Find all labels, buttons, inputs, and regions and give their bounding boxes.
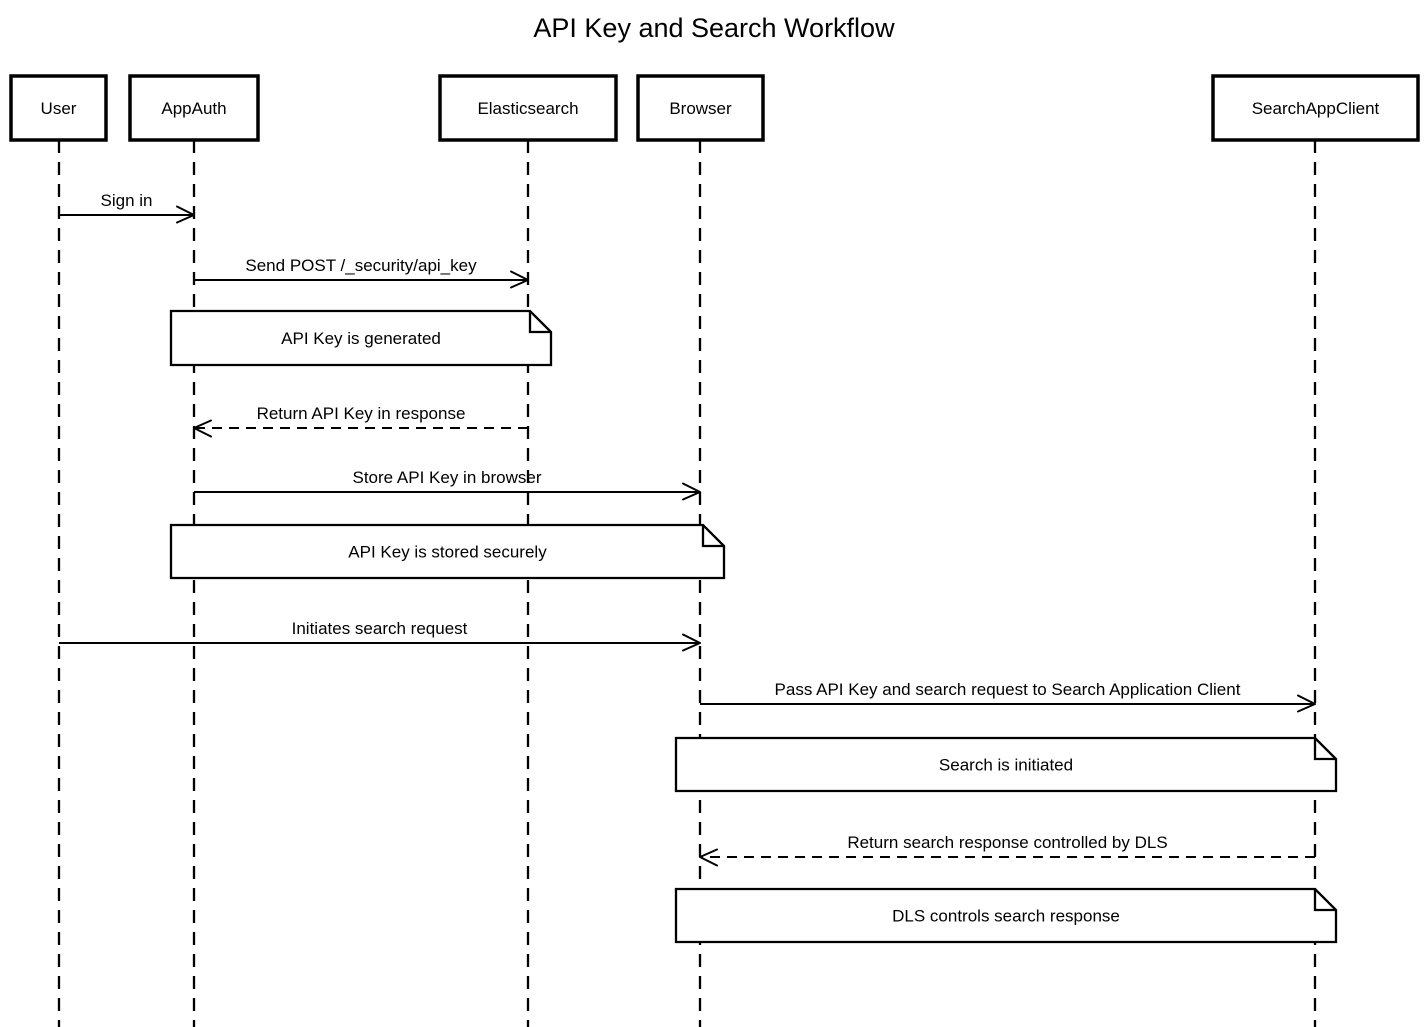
note-fold-corner-icon xyxy=(701,525,724,548)
note-api-key-is-stored-securely xyxy=(169,523,726,580)
note-text-api-key-is-stored-securely: API Key is stored securely xyxy=(348,543,547,562)
participant-box-browser xyxy=(636,74,765,142)
participant-label-elasticsearch: Elasticsearch xyxy=(477,99,578,118)
note-dls-controls-search-response xyxy=(674,887,1338,944)
participant-label-user: User xyxy=(41,99,77,118)
note-fold-corner-icon xyxy=(1313,738,1336,761)
diagram-title: API Key and Search Workflow xyxy=(533,13,895,43)
message-label-send-post-security-api-key: Send POST /_security/api_key xyxy=(245,256,477,275)
message-label-return-search-response-controlled-by-dls: Return search response controlled by DLS xyxy=(847,833,1167,852)
message-label-store-api-key-in-browser: Store API Key in browser xyxy=(353,468,542,487)
note-search-is-initiated xyxy=(674,736,1338,793)
note-fold-corner-icon xyxy=(1313,889,1336,912)
note-text-dls-controls-search-response: DLS controls search response xyxy=(892,907,1120,926)
note-text-search-is-initiated: Search is initiated xyxy=(939,756,1073,775)
participant-box-elasticsearch xyxy=(438,74,618,142)
participant-box-user xyxy=(9,74,108,142)
participant-label-browser: Browser xyxy=(669,99,732,118)
participant-label-appauth: AppAuth xyxy=(161,99,226,118)
message-label-initiates-search-request: Initiates search request xyxy=(292,619,468,638)
message-label-sign-in: Sign in xyxy=(101,191,153,210)
participant-label-searchappclient: SearchAppClient xyxy=(1252,99,1380,118)
participant-box-searchappclient xyxy=(1211,74,1420,142)
note-text-api-key-is-generated: API Key is generated xyxy=(281,329,441,348)
message-label-return-api-key-in-response: Return API Key in response xyxy=(257,404,466,423)
note-api-key-is-generated xyxy=(169,309,553,367)
participant-box-appauth xyxy=(128,74,260,142)
message-label-pass-api-key-and-search-request-to-search-application-client: Pass API Key and search request to Searc… xyxy=(775,680,1241,699)
note-fold-corner-icon xyxy=(528,311,551,334)
